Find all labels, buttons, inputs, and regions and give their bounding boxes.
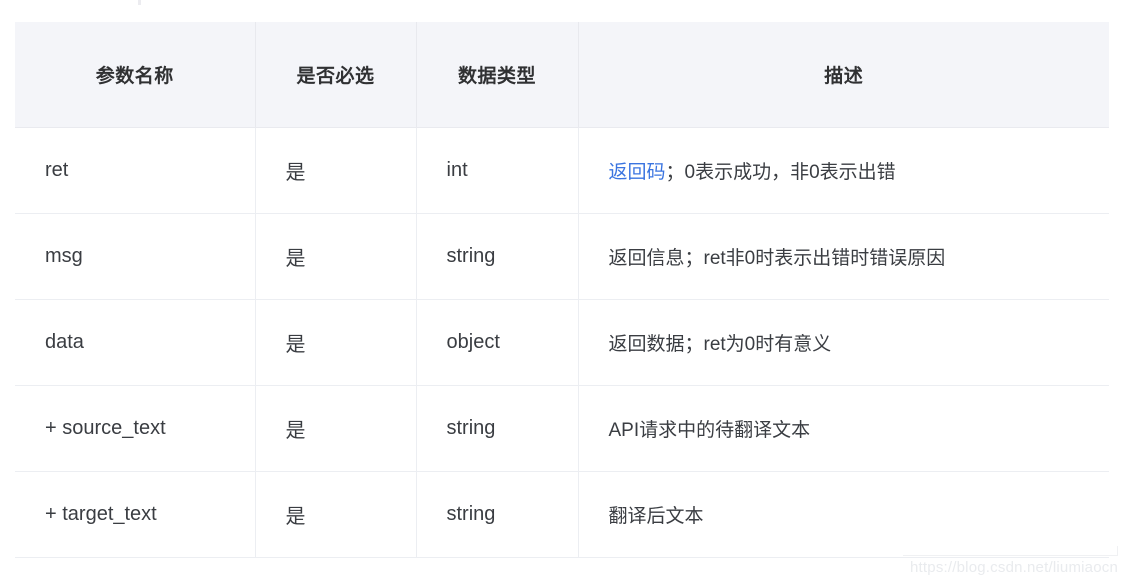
watermark: https://blog.csdn.net/liumiaocn: [910, 559, 1118, 576]
desc-text: ；0表示成功，非0表示出错: [665, 161, 896, 183]
table-row: + source_text 是 string API请求中的待翻译文本: [15, 385, 1109, 472]
table-body: ret 是 int 返回码；0表示成功，非0表示出错 msg 是 string …: [15, 127, 1109, 558]
watermark-rule: [903, 555, 1118, 556]
cell-param-required: 是: [255, 385, 417, 472]
column-header-type: 数据类型: [416, 22, 579, 128]
parameter-table: 参数名称 是否必选 数据类型 描述 ret 是 int 返回码；0表示成功，非0…: [15, 22, 1109, 558]
cell-param-type: object: [416, 299, 579, 386]
cell-param-required: 是: [255, 127, 417, 214]
cell-param-required: 是: [255, 471, 417, 558]
cell-param-type: string: [416, 385, 579, 472]
desc-text: 返回信息；ret非0时表示出错时错误原因: [608, 247, 946, 269]
column-header-name: 参数名称: [15, 22, 256, 128]
cell-param-name: + source_text: [15, 385, 256, 472]
cell-param-desc: 返回码；0表示成功，非0表示出错: [578, 127, 1109, 214]
table-row: data 是 object 返回数据；ret为0时有意义: [15, 299, 1109, 386]
column-header-required: 是否必选: [255, 22, 417, 128]
cell-param-type: string: [416, 213, 579, 300]
watermark-tick: [1117, 546, 1118, 556]
cell-param-type: int: [416, 127, 579, 214]
desc-text: 返回数据；ret为0时有意义: [608, 333, 832, 355]
top-edge-artifact: [138, 0, 141, 5]
desc-text: 翻译后文本: [608, 505, 704, 527]
cell-param-required: 是: [255, 299, 417, 386]
table-header-row: 参数名称 是否必选 数据类型 描述: [15, 22, 1109, 128]
desc-link-return-code[interactable]: 返回码: [608, 161, 666, 183]
desc-text: API请求中的待翻译文本: [608, 419, 811, 441]
cell-param-name: data: [15, 299, 256, 386]
cell-param-name: msg: [15, 213, 256, 300]
table-row: msg 是 string 返回信息；ret非0时表示出错时错误原因: [15, 213, 1109, 300]
cell-param-desc: 翻译后文本: [578, 471, 1109, 558]
cell-param-type: string: [416, 471, 579, 558]
table-row: ret 是 int 返回码；0表示成功，非0表示出错: [15, 127, 1109, 214]
table-header: 参数名称 是否必选 数据类型 描述: [15, 22, 1109, 128]
cell-param-desc: 返回数据；ret为0时有意义: [578, 299, 1109, 386]
cell-param-desc: API请求中的待翻译文本: [578, 385, 1109, 472]
table-row: + target_text 是 string 翻译后文本: [15, 471, 1109, 558]
cell-param-name: + target_text: [15, 471, 256, 558]
cell-param-name: ret: [15, 127, 256, 214]
cell-param-desc: 返回信息；ret非0时表示出错时错误原因: [578, 213, 1109, 300]
cell-param-required: 是: [255, 213, 417, 300]
column-header-desc: 描述: [578, 22, 1109, 128]
parameter-table-container: 参数名称 是否必选 数据类型 描述 ret 是 int 返回码；0表示成功，非0…: [15, 22, 1109, 558]
